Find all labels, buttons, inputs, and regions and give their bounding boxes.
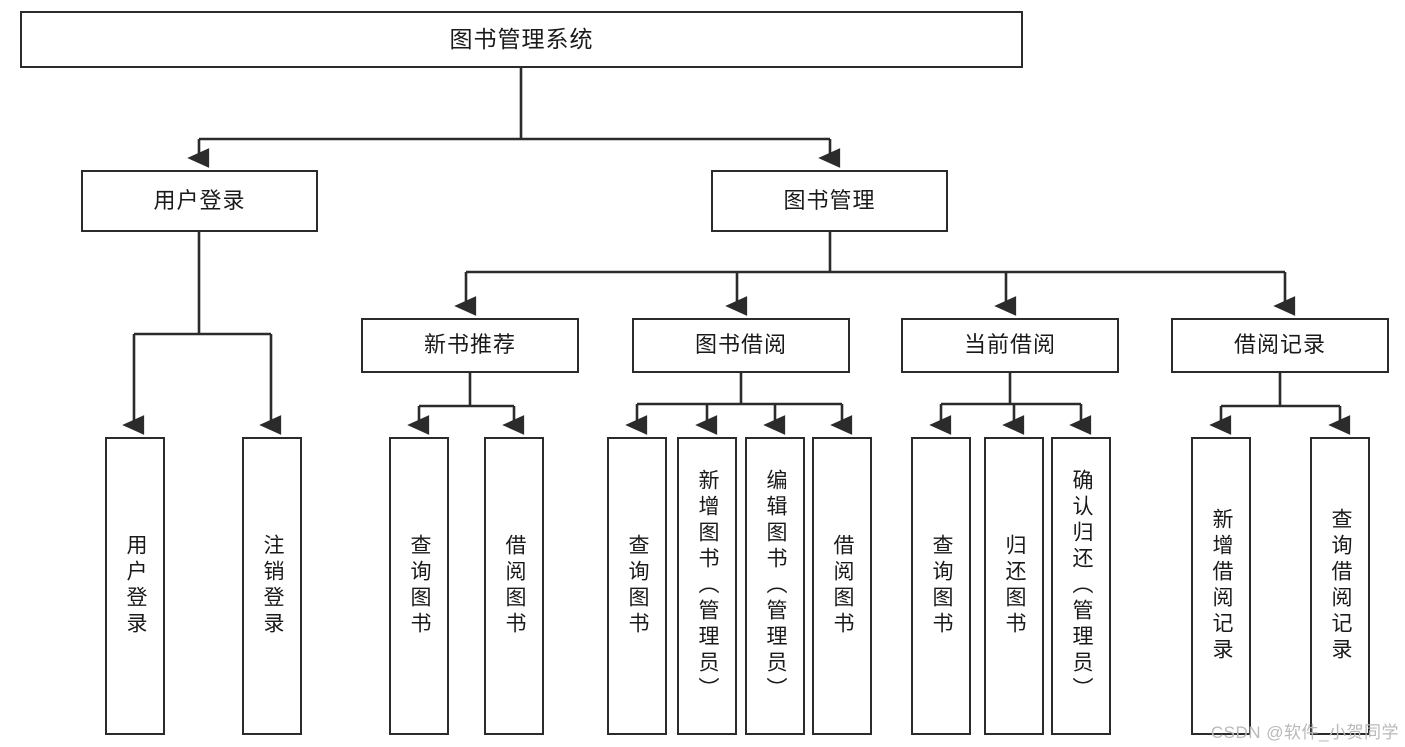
node-user-login-label: 用户登录 — [153, 187, 246, 213]
node-leaf-borrow-book-1-label: 借阅图书 — [503, 534, 527, 638]
node-leaf-logout-label: 注销登录 — [261, 534, 285, 638]
node-leaf-query-book-3-label: 查询图书 — [930, 534, 954, 638]
node-leaf-add-book-label: 新增图书（管理员） — [696, 469, 720, 703]
node-leaf-borrow-book-2[interactable]: 借阅图书 — [812, 437, 872, 735]
node-leaf-query-book-3[interactable]: 查询图书 — [911, 437, 971, 735]
edge-newbookrec-to-leaves — [407, 373, 525, 435]
edge-bookmanage-to-level3 — [454, 232, 1296, 316]
node-root-label: 图书管理系统 — [449, 25, 594, 52]
node-borrow-record-label: 借阅记录 — [1233, 332, 1326, 358]
node-leaf-query-book-2-label: 查询图书 — [626, 534, 650, 638]
csdn-watermark: CSDN @软件_小贺同学 — [1210, 723, 1399, 742]
edge-userlogin-to-leaves — [122, 232, 282, 435]
node-user-login[interactable]: 用户登录 — [81, 170, 318, 232]
node-book-borrow[interactable]: 图书借阅 — [632, 318, 850, 373]
node-root[interactable]: 图书管理系统 — [20, 11, 1023, 68]
edge-bookborrow-to-leaves — [625, 373, 853, 435]
edge-borrowrecord-to-leaves — [1209, 373, 1351, 435]
node-leaf-query-book-2[interactable]: 查询图书 — [607, 437, 667, 735]
node-borrow-record[interactable]: 借阅记录 — [1171, 318, 1389, 373]
node-book-manage-label: 图书管理 — [783, 187, 876, 213]
node-leaf-edit-book[interactable]: 编辑图书（管理员） — [745, 437, 805, 735]
node-book-manage[interactable]: 图书管理 — [711, 170, 948, 232]
node-leaf-edit-book-label: 编辑图书（管理员） — [764, 469, 788, 703]
node-leaf-user-login[interactable]: 用户登录 — [105, 437, 165, 735]
node-book-borrow-label: 图书借阅 — [694, 332, 787, 358]
node-leaf-return-book[interactable]: 归还图书 — [984, 437, 1044, 735]
node-leaf-query-record[interactable]: 查询借阅记录 — [1310, 437, 1370, 735]
node-current-borrow[interactable]: 当前借阅 — [901, 318, 1119, 373]
edge-currentborrow-to-leaves — [929, 373, 1092, 435]
node-leaf-add-record[interactable]: 新增借阅记录 — [1191, 437, 1251, 735]
node-leaf-query-record-label: 查询借阅记录 — [1329, 508, 1353, 664]
node-leaf-confirm-return-label: 确认归还（管理员） — [1070, 469, 1094, 703]
node-current-borrow-label: 当前借阅 — [963, 332, 1056, 358]
node-new-book-rec-label: 新书推荐 — [423, 332, 516, 358]
node-leaf-return-book-label: 归还图书 — [1003, 534, 1027, 638]
node-leaf-confirm-return[interactable]: 确认归还（管理员） — [1051, 437, 1111, 735]
node-leaf-borrow-book-1[interactable]: 借阅图书 — [484, 437, 544, 735]
node-leaf-query-book-1[interactable]: 查询图书 — [389, 437, 449, 735]
node-leaf-user-login-label: 用户登录 — [124, 534, 148, 638]
edge-root-to-level2 — [187, 68, 841, 168]
node-new-book-rec[interactable]: 新书推荐 — [361, 318, 579, 373]
node-leaf-query-book-1-label: 查询图书 — [408, 534, 432, 638]
node-leaf-borrow-book-2-label: 借阅图书 — [831, 534, 855, 638]
node-leaf-add-book[interactable]: 新增图书（管理员） — [677, 437, 737, 735]
node-leaf-logout[interactable]: 注销登录 — [242, 437, 302, 735]
node-leaf-add-record-label: 新增借阅记录 — [1210, 508, 1234, 664]
